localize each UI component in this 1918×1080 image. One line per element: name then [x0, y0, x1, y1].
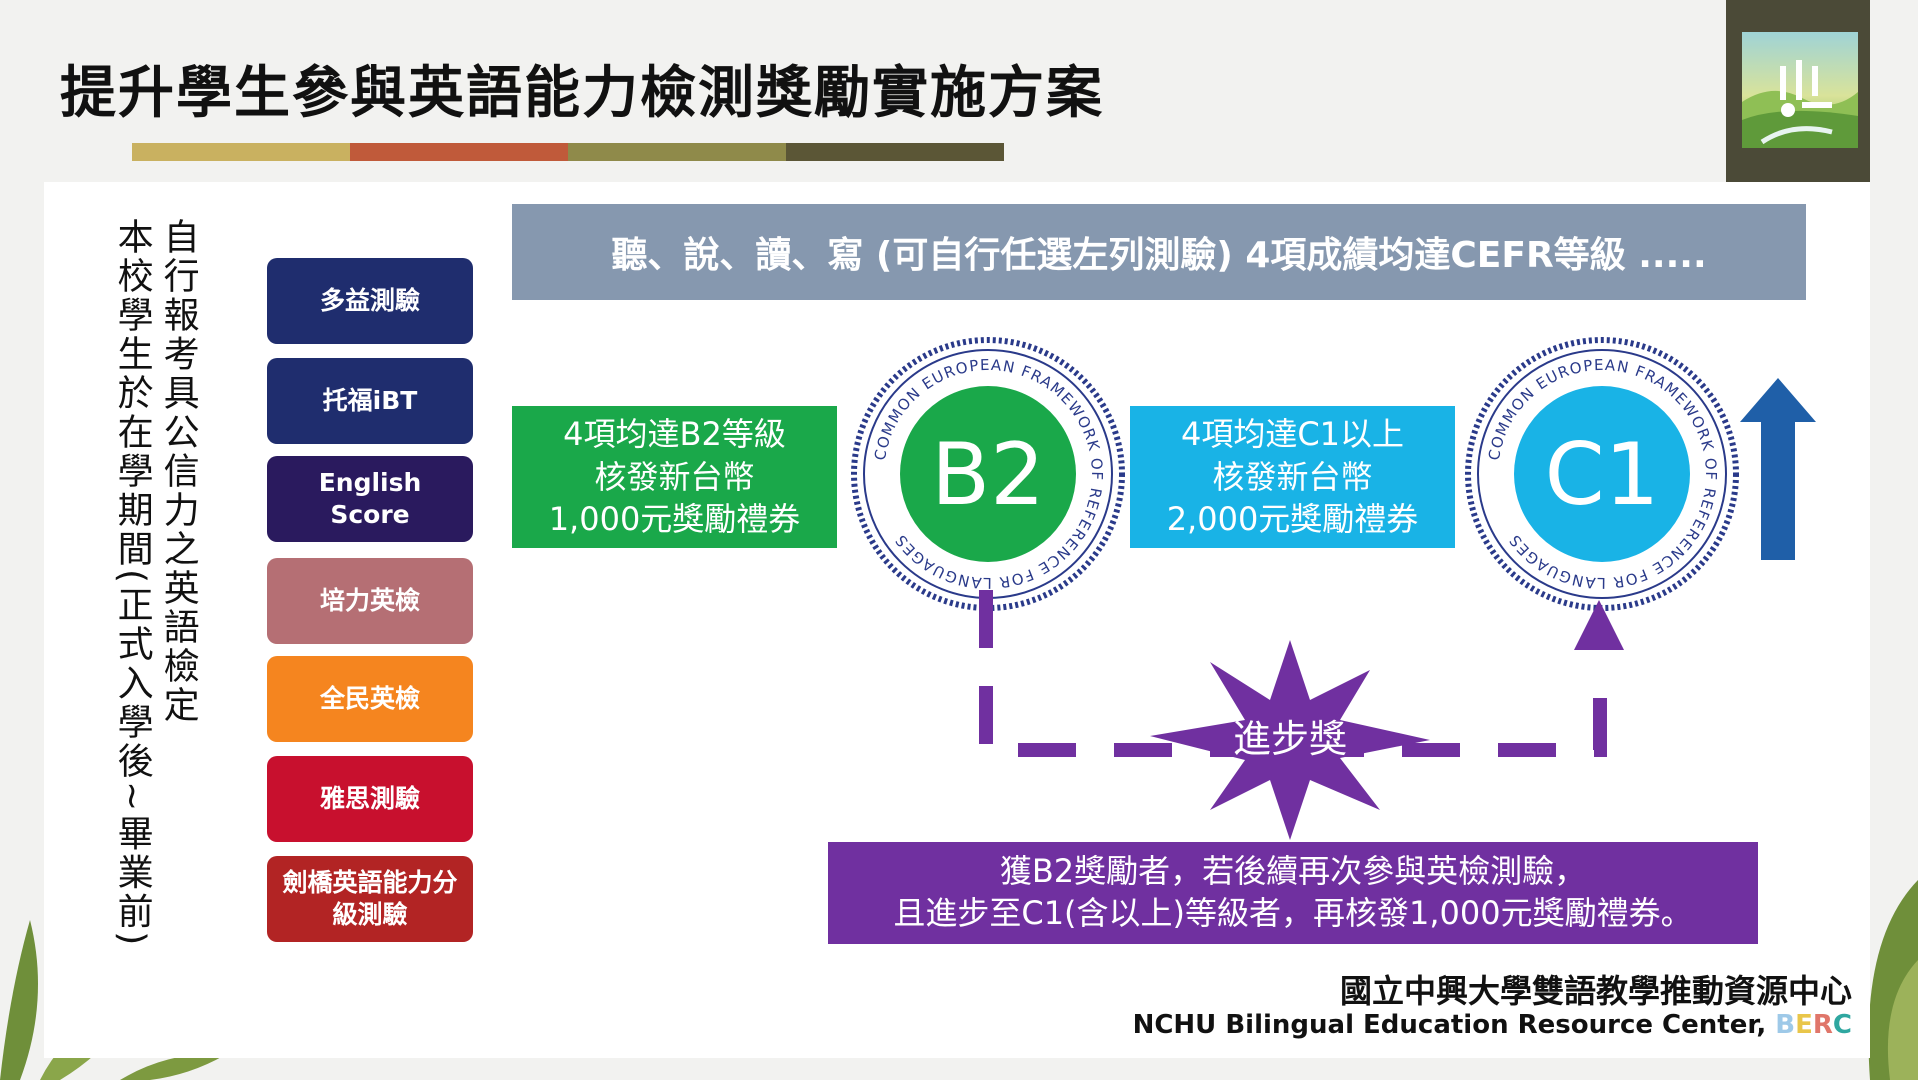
- up-triangle-icon: [1574, 600, 1624, 650]
- test-gept-label: 全民英檢: [319, 683, 420, 713]
- test-peili-label: 培力英檢: [319, 585, 420, 615]
- test-toeic-label: 多益測驗: [319, 285, 420, 315]
- test-toeic: 多益測驗: [267, 258, 473, 344]
- b2-seal-level: B2: [931, 425, 1045, 525]
- test-cambridge: 劍橋英語能力分級測驗: [267, 856, 473, 942]
- test-gept: 全民英檢: [267, 656, 473, 742]
- progress-award-label: 進步獎: [1233, 717, 1347, 761]
- underline-seg-2: [350, 143, 568, 161]
- eligibility-text-1: 自行報考具公信力之英語檢定: [157, 218, 199, 725]
- level-up-arrow-icon: [1740, 378, 1816, 560]
- berc-e: E: [1795, 1010, 1813, 1040]
- test-english-score-label: English Score: [318, 467, 422, 530]
- page-title: 提升學生參與英語能力檢測獎勵實施方案: [60, 61, 1104, 126]
- test-cambridge-label: 劍橋英語能力分級測驗: [282, 867, 458, 930]
- progress-note-line2: 且進步至C1(含以上)等級者，再核發1,000元獎勵禮券。: [893, 894, 1693, 932]
- leaf-decoration-right: [1868, 880, 1918, 1080]
- b2-cefr-seal: COMMON EUROPEAN FRAMEWORK OF REFERENCE F…: [851, 337, 1125, 611]
- b2-award-box: 4項均達B2等級 核發新台幣 1,000元獎勵禮券: [512, 406, 837, 548]
- b2-award-line1: 4項均達B2等級: [563, 414, 786, 453]
- b2-award-line2: 核發新台幣: [594, 457, 755, 496]
- progress-note-line1: 獲B2獎勵者，若後續再次參與英檢測驗，: [999, 852, 1587, 891]
- berc-b: B: [1775, 1010, 1796, 1040]
- berc-logo: [1742, 32, 1858, 148]
- test-ielts-label: 雅思測驗: [319, 783, 420, 813]
- title-underline: [132, 143, 1004, 161]
- test-peili: 培力英檢: [267, 558, 473, 644]
- c1-award-box: 4項均達C1以上 核發新台幣 2,000元獎勵禮券: [1130, 406, 1455, 548]
- test-english-score: English Score: [267, 456, 473, 542]
- progress-note-box: 獲B2獎勵者，若後續再次參與英檢測驗， 且進步至C1(含以上)等級者，再核發1,…: [828, 842, 1758, 944]
- underline-seg-3: [568, 143, 786, 161]
- b2-award-line3: 1,000元獎勵禮券: [548, 500, 801, 539]
- underline-seg-4: [786, 143, 1004, 161]
- c1-award-line1: 4項均達C1以上: [1180, 414, 1405, 453]
- footer-org-en: NCHU Bilingual Education Resource Center…: [1133, 1010, 1852, 1040]
- eligibility-text-2: 本校學生於在學期間(正式入學後~畢業前): [111, 218, 153, 949]
- berc-wordmark: BERC: [1775, 1010, 1852, 1040]
- test-toefl-label: 托福iBT: [322, 385, 418, 415]
- berc-r: R: [1812, 1010, 1833, 1040]
- underline-seg-1: [132, 143, 350, 161]
- footer-org-cn: 國立中興大學雙語教學推動資源中心: [1339, 972, 1852, 1010]
- cefr-banner: 聽、說、讀、寫 (可自行任選左列測驗) 4項成績均達CEFR等級 .....: [512, 204, 1806, 300]
- test-toefl: 托福iBT: [267, 358, 473, 444]
- c1-award-line2: 核發新台幣: [1212, 457, 1373, 496]
- progress-award-burst: 進步獎: [1150, 640, 1430, 840]
- c1-cefr-seal: COMMON EUROPEAN FRAMEWORK OF REFERENCE F…: [1465, 337, 1739, 611]
- c1-award-line3: 2,000元獎勵禮券: [1166, 500, 1419, 539]
- berc-c: C: [1832, 1010, 1852, 1040]
- footer-org-en-text: NCHU Bilingual Education Resource Center…: [1132, 1010, 1776, 1040]
- test-ielts: 雅思測驗: [267, 756, 473, 842]
- c1-seal-level: C1: [1545, 425, 1660, 525]
